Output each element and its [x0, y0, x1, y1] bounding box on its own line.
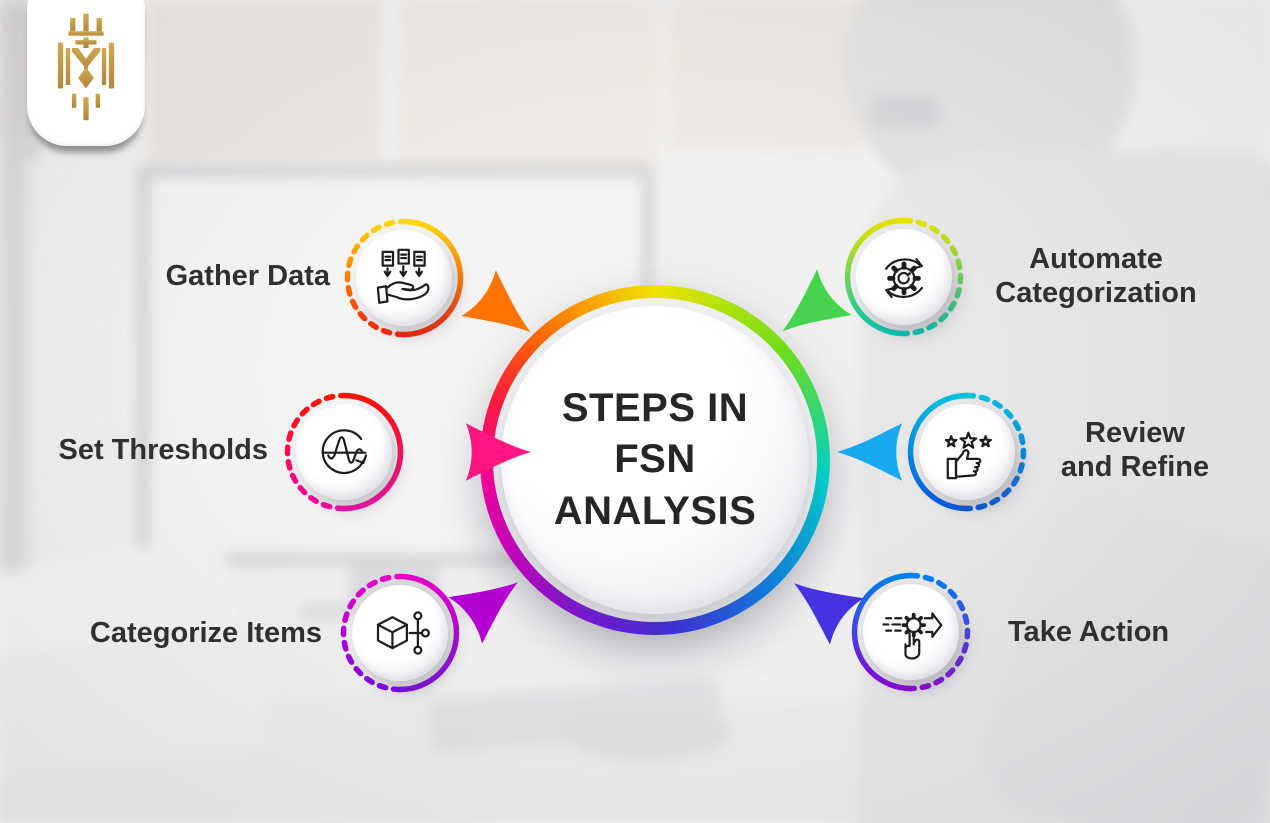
step-label-text: Set Thresholds: [58, 434, 269, 466]
flow-arrow-gather-data: [461, 270, 531, 333]
documents-into-hand-icon: [376, 248, 430, 304]
title-line: ANALYSIS: [553, 488, 757, 533]
badge-ring: [844, 217, 964, 337]
badge-ring: [344, 218, 464, 338]
step-label-gather-data: Gather Data: [60, 260, 330, 294]
flow-arrow-review-and-refine: [837, 423, 903, 481]
diagram-title: STEPS IN FSN ANALYSIS: [554, 383, 757, 537]
step-badge-take-action: [849, 570, 973, 694]
badge-disk: [356, 230, 452, 326]
gold-crest-logo: [27, 0, 145, 146]
step-label-text: Gather Data: [165, 260, 330, 292]
step-label-text: Take Action: [1008, 616, 1170, 648]
badge-disk: [863, 584, 959, 680]
action-gear-hand-icon: [882, 612, 943, 660]
flow-arrow-take-action: [794, 583, 864, 645]
gear-sync-icon: [885, 258, 923, 299]
threshold-wave-icon: [321, 429, 368, 475]
badge-ring: [284, 392, 404, 512]
step-label-text: Review: [1085, 417, 1185, 449]
step-badge-categorize-items: [338, 571, 462, 695]
step-label-take-action: Take Action: [1008, 616, 1258, 650]
step-label-text: Categorization: [995, 276, 1197, 309]
title-line: FSN: [614, 437, 696, 482]
step-badge-set-thresholds: [282, 390, 406, 514]
step-badge-review-and-refine: [905, 390, 1029, 514]
hub-disk: STEPS IN FSN ANALYSIS: [501, 306, 809, 614]
flow-arrow-set-thresholds: [465, 423, 531, 481]
flow-arrow-automate-categorization: [782, 269, 852, 332]
background-hands: [560, 700, 730, 760]
badge-disk: [352, 585, 448, 681]
step-label-categorize-items: Categorize Items: [42, 617, 322, 651]
step-label-text: Automate: [1029, 243, 1163, 275]
step-label-set-thresholds: Set Thresholds: [18, 434, 269, 468]
badge-ring: [907, 392, 1027, 512]
step-badge-automate-categorization: [842, 215, 966, 339]
background-box: [670, 0, 860, 150]
stars-thumbs-up-icon: [944, 431, 992, 480]
step-label-text: and Refine: [1060, 450, 1210, 483]
step-badge-gather-data: [342, 216, 466, 340]
badge-ring: [340, 573, 460, 693]
title-line: STEPS IN: [561, 386, 749, 431]
background-person-glasses: [870, 95, 940, 129]
background-box: [400, 0, 660, 170]
badge-ring: [851, 572, 971, 692]
step-label-text: Categorize Items: [89, 617, 322, 649]
badge-disk: [296, 404, 392, 500]
cube-hierarchy-icon: [376, 611, 430, 655]
crest-icon: [57, 13, 115, 121]
central-hub: STEPS IN FSN ANALYSIS: [480, 285, 830, 635]
badge-disk: [856, 229, 952, 325]
background-box: [150, 0, 380, 160]
badge-disk: [919, 404, 1015, 500]
flow-arrow-categorize-items: [448, 582, 518, 644]
